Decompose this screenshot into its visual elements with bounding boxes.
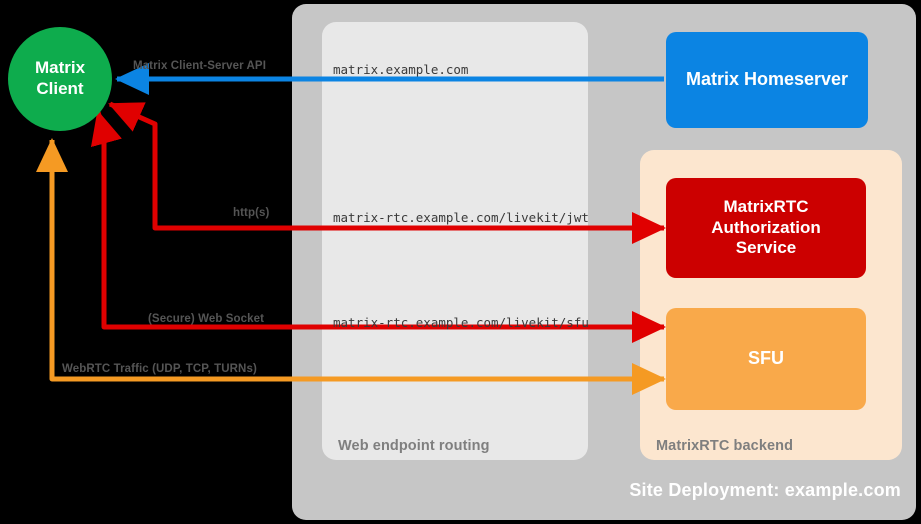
auth-service-label-line3: Service bbox=[735, 238, 797, 258]
node-matrix-client[interactable]: Matrix Client bbox=[8, 27, 112, 131]
auth-service-label-line1: MatrixRTC bbox=[723, 196, 809, 216]
caption-web-endpoint-routing: Web endpoint routing bbox=[338, 438, 490, 454]
node-matrix-homeserver[interactable]: Matrix Homeserver bbox=[666, 32, 868, 128]
caption-site-deployment: Site Deployment: example.com bbox=[629, 480, 901, 500]
url-label-matrix-example-com: matrix.example.com bbox=[333, 62, 469, 77]
edge-label-matrix-client-server-api: Matrix Client-Server API bbox=[133, 60, 266, 72]
matrix-homeserver-label: Matrix Homeserver bbox=[685, 69, 849, 90]
node-sfu[interactable]: SFU bbox=[666, 308, 866, 410]
caption-matrixrtc-backend: MatrixRTC backend bbox=[656, 438, 794, 454]
matrix-client-label-line1: Matrix bbox=[34, 58, 86, 78]
sfu-label: SFU bbox=[748, 348, 784, 369]
edge-label-secure-web-socket: (Secure) Web Socket bbox=[148, 313, 265, 325]
edge-label-webrtc-traffic: WebRTC Traffic (UDP, TCP, TURNs) bbox=[62, 363, 257, 375]
auth-service-label-line2: Authorization bbox=[711, 217, 821, 237]
url-label-livekit-jwt: matrix-rtc.example.com/livekit/jwt bbox=[333, 210, 589, 225]
url-label-livekit-sfu: matrix-rtc.example.com/livekit/sfu bbox=[333, 315, 589, 330]
edge-label-https: http(s) bbox=[233, 207, 270, 219]
web-endpoint-routing-container bbox=[322, 22, 588, 460]
node-matrixrtc-authorization-service[interactable]: MatrixRTC Authorization Service bbox=[666, 178, 866, 278]
matrix-client-label-line2: Client bbox=[36, 79, 84, 98]
